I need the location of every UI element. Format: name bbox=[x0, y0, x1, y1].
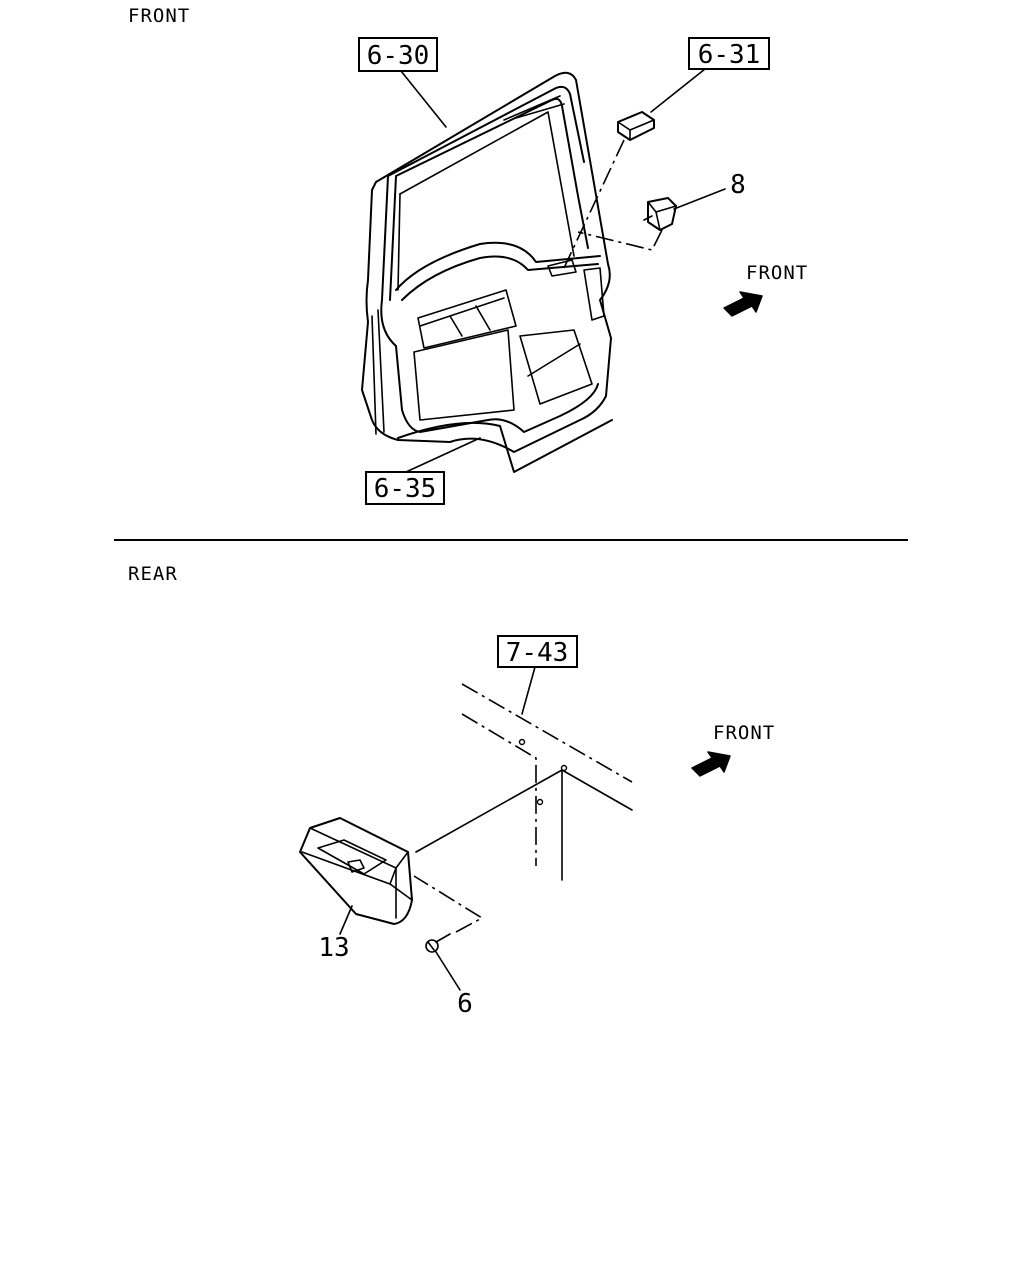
rear-direction-label: FRONT bbox=[713, 722, 775, 744]
ref-label-6-31: 6-31 bbox=[698, 40, 761, 70]
front-direction-arrow-icon bbox=[723, 291, 763, 317]
ref-box-7-43[interactable]: 7-43 bbox=[497, 635, 578, 668]
leader-13 bbox=[339, 905, 353, 935]
rear-direction-arrow-icon bbox=[691, 751, 731, 777]
rear-section: REAR 7-43 bbox=[128, 563, 775, 1019]
rear-section-title: REAR bbox=[128, 563, 178, 585]
clip-6-31-part bbox=[617, 111, 655, 141]
connector-screw bbox=[413, 875, 484, 933]
fastener-8-part bbox=[643, 197, 677, 231]
leader-6-35 bbox=[405, 437, 481, 473]
front-section-title: FRONT bbox=[128, 5, 190, 27]
ref-label-6-30: 6-30 bbox=[367, 41, 430, 71]
ref-box-6-31[interactable]: 6-31 bbox=[688, 37, 770, 70]
leader-6 bbox=[435, 951, 461, 991]
connector-6-31 bbox=[563, 139, 625, 269]
ref-label-6-35: 6-35 bbox=[374, 474, 437, 504]
ref-box-6-35[interactable]: 6-35 bbox=[365, 471, 445, 505]
part-number-6: 6 bbox=[457, 989, 473, 1019]
front-direction-label: FRONT bbox=[746, 262, 808, 284]
leader-8 bbox=[673, 188, 726, 210]
front-door-drawing bbox=[361, 71, 613, 473]
ref-box-6-30[interactable]: 6-30 bbox=[358, 37, 438, 72]
connector-8 bbox=[577, 229, 663, 251]
body-panel-drawing bbox=[461, 683, 633, 881]
leader-6-31 bbox=[650, 68, 706, 113]
leader-7-43 bbox=[521, 666, 536, 715]
ref-label-7-43: 7-43 bbox=[506, 638, 569, 668]
part-number-13: 13 bbox=[318, 933, 349, 963]
front-section: FRONT 6-30 6-31 8 bbox=[128, 5, 808, 505]
screw-6-part bbox=[425, 933, 451, 953]
leader-6-30 bbox=[400, 70, 447, 128]
connector-lamp-panel bbox=[415, 769, 563, 853]
lamp-13-part bbox=[299, 817, 413, 925]
part-number-8: 8 bbox=[730, 170, 746, 200]
